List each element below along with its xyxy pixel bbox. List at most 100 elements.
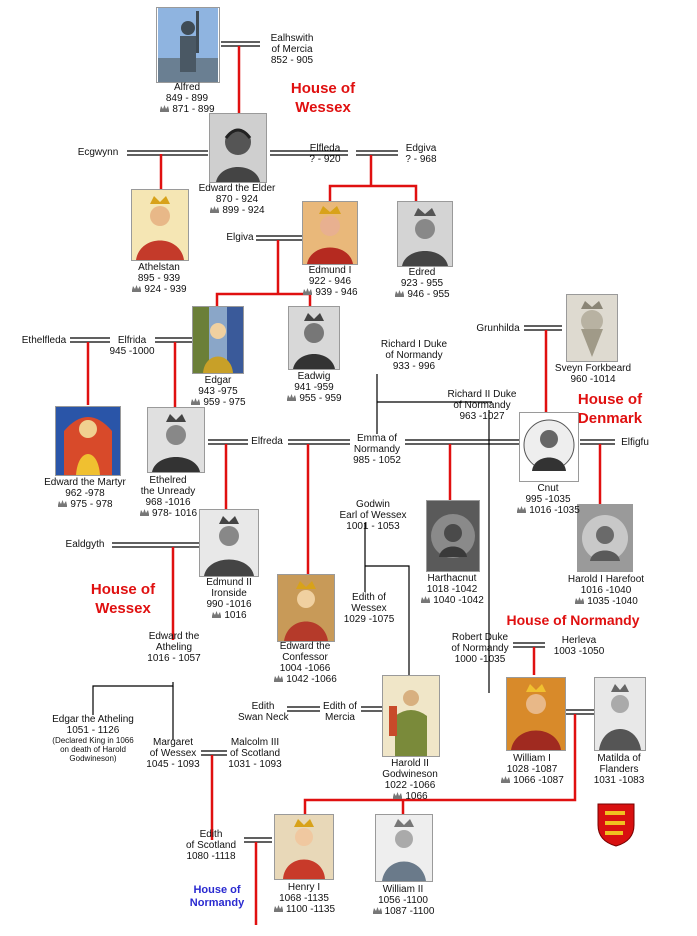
crown-icon [395, 290, 405, 297]
person-name: Edgar the Atheling [52, 714, 134, 725]
person-reign: 946 - 955 [384, 289, 460, 300]
person-herleva: Herleva 1003 -1050 [546, 635, 612, 657]
person-godwin: Godwin Earl of Wessex 1001 - 1053 [330, 499, 416, 532]
person-name: Robert Duke [451, 632, 509, 643]
house-of-wessex-top: House of Wessex [278, 79, 368, 117]
person-name: of Scotland [229, 748, 281, 759]
person-life: 923 - 955 [400, 278, 444, 289]
portrait-edward-the-elder [209, 113, 267, 183]
person-name: Godwin [356, 499, 390, 510]
person-reign: 1016 -1035 [508, 505, 588, 516]
person-edward-the-martyr: Edward the Martyr 962 -978 975 - 978 [32, 477, 138, 510]
house-label-line: Wessex [95, 600, 151, 617]
crown-icon [274, 675, 284, 682]
portrait-edward-the-confessor [277, 574, 335, 642]
portrait-athelstan [131, 189, 189, 261]
person-name: Cnut [537, 483, 559, 494]
person-life: 1068 -1135 [279, 893, 329, 904]
person-name: of Scotland [185, 840, 237, 851]
person-name: Emma of [356, 433, 397, 444]
crown-icon [212, 611, 222, 618]
person-life: 870 - 924 [215, 194, 259, 205]
person-life: 963 -1027 [459, 411, 505, 422]
person-edgiva: Edgiva ? - 968 [396, 143, 446, 165]
person-name: Flanders [599, 764, 639, 775]
person-reign: 939 - 946 [292, 287, 368, 298]
person-cnut: Cnut 995 -1035 1016 -1035 [508, 483, 588, 516]
person-edgar-the-atheling: Edgar the Atheling 1051 - 1126 (Declared… [30, 714, 156, 763]
person-name: Athelstan [138, 262, 180, 273]
portrait-edgar [192, 306, 244, 374]
person-harold-ii: Harold II Godwineson 1022 -1066 1066 [370, 758, 450, 802]
person-name: Margaret [152, 737, 193, 748]
person-name: Earl of Wessex [339, 510, 407, 521]
person-name: Elfreda [251, 436, 283, 447]
person-life: 1031 -1083 [593, 775, 645, 786]
person-life: 849 - 899 [165, 93, 209, 104]
person-name: Mercia [324, 712, 355, 723]
person-elfrida: Elfrida 945 -1000 [106, 335, 158, 357]
person-name: Alfred [173, 82, 201, 93]
portrait-alfred [156, 7, 220, 83]
person-reign: 1035 -1040 [558, 596, 654, 607]
person-name: of Normandy [451, 643, 509, 654]
person-name: Swan Neck [238, 712, 289, 723]
person-name: Edith of [323, 701, 357, 712]
portrait-cnut [519, 412, 579, 482]
house-label-line: House of [577, 391, 643, 408]
person-edith-of-wessex: Edith of Wessex 1029 -1075 [334, 592, 404, 625]
house-of-wessex-middle: House of Wessex [78, 580, 168, 618]
person-edmund-ii: Edmund II Ironside 990 -1016 1016 [190, 577, 268, 621]
person-name: of Normandy [385, 350, 443, 361]
person-note: on death of Harold [60, 745, 126, 754]
person-reign: 1087 -1100 [362, 906, 444, 917]
person-henry-i: Henry I 1068 -1135 1100 -1135 [264, 882, 344, 915]
person-name: Ealdgyth [65, 539, 105, 550]
person-life: 933 - 996 [392, 361, 436, 372]
person-ethelred: Ethelred the Unready 968 -1016 978- 1016 [128, 475, 208, 519]
coat-of-arms-normandy [597, 803, 635, 847]
person-name: Edmund I [308, 265, 352, 276]
person-name: Edward the Martyr [44, 477, 126, 488]
person-name: Edward the Elder [198, 183, 276, 194]
person-athelstan: Athelstan 895 - 939 924 - 939 [124, 262, 194, 295]
person-harthacnut: Harthacnut 1018 -1042 1040 -1042 [412, 573, 492, 606]
crown-icon [160, 105, 170, 112]
person-reign: 899 - 924 [187, 205, 287, 216]
person-life: ? - 968 [405, 154, 437, 165]
person-life: 945 -1000 [109, 346, 155, 357]
person-name: Ealhswith [270, 33, 314, 44]
house-label-line: Wessex [295, 99, 351, 116]
person-name: Henry I [287, 882, 321, 893]
person-edward-the-elder: Edward the Elder 870 - 924 899 - 924 [187, 183, 287, 216]
crown-icon [191, 398, 201, 405]
person-life: 1056 -1100 [378, 895, 428, 906]
portrait-edmund-i [302, 201, 358, 265]
person-life: 985 - 1052 [353, 455, 401, 466]
person-edith-of-scotland: Edith of Scotland 1080 -1118 [178, 829, 244, 862]
crown-icon [575, 597, 585, 604]
crown-icon [393, 792, 403, 799]
person-ealdgyth: Ealdgyth [60, 539, 110, 550]
person-name: Sveyn Forkbeard [554, 363, 632, 374]
person-life: 1028 -1087 [506, 764, 558, 775]
person-name: Elgiva [226, 232, 254, 243]
person-name: Matilda of [597, 753, 641, 764]
person-life: 1018 -1042 [426, 584, 478, 595]
house-of-normandy: House of Normandy [498, 611, 648, 630]
person-name: Harthacnut [427, 573, 477, 584]
person-life: ? - 920 [309, 154, 341, 165]
person-name: Elfleda [309, 143, 341, 154]
person-harold-i-harefoot: Harold I Harefoot 1016 -1040 1035 -1040 [558, 574, 654, 607]
crown-icon [139, 509, 149, 516]
portrait-harold-i-harefoot [577, 504, 633, 572]
person-sveyn-forkbeard: Sveyn Forkbeard 960 -1014 [551, 363, 635, 385]
person-margaret-of-wessex: Margaret of Wessex 1045 - 1093 [140, 737, 206, 770]
person-reign: 955 - 959 [276, 393, 352, 404]
crown-icon [517, 506, 527, 513]
person-life: 852 - 905 [270, 55, 314, 66]
person-name: Harold I Harefoot [567, 574, 645, 585]
person-life: 1001 - 1053 [346, 521, 400, 532]
person-name: Edward the [279, 641, 331, 652]
person-ecgwynn: Ecgwynn [70, 147, 126, 158]
